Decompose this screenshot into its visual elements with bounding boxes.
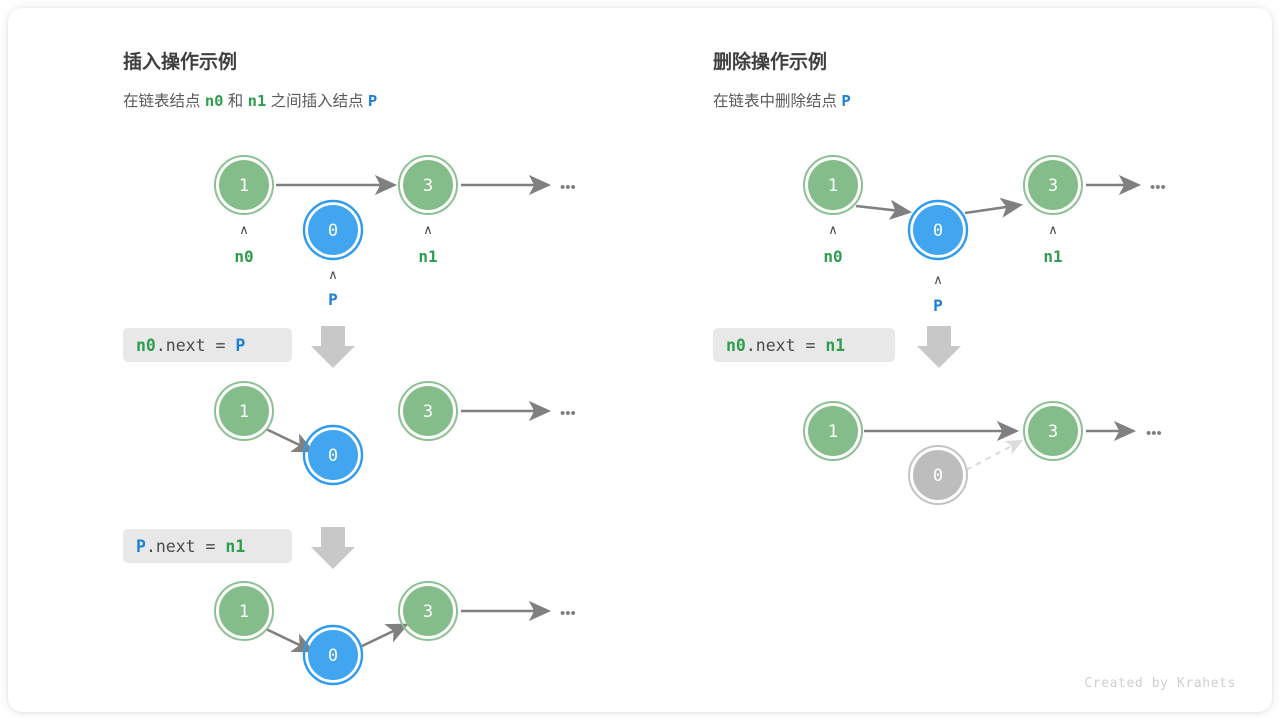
sub-text-0: 在链表中删除结点 [713, 92, 841, 110]
node-p: 0 [302, 199, 364, 261]
node-n0: 1 [803, 155, 863, 215]
node-n1-label: n1 [418, 247, 437, 266]
code-token-value: n1 [825, 336, 845, 355]
node-n1: 3 [398, 155, 458, 215]
insert-row-initial: ••• 1 ∧ n0 0 ∧ P 3 ∧ [214, 155, 576, 309]
node-value: 1 [239, 402, 249, 422]
delete-row-initial: ••• 1 ∧ n0 0 ∧ P 3 ∧ n1 [803, 155, 1166, 315]
code-token-op: .next = [156, 336, 235, 355]
delete-step-1-codebox: n0.next = n1 [713, 328, 895, 362]
node-value: 0 [328, 446, 338, 466]
sub-text-2: 之间插入结点 [266, 92, 368, 110]
arrow-removed-to-n1-dashed [965, 439, 1024, 471]
node-n0-label: n0 [823, 247, 842, 266]
svg-text:在链表中删除结点 P: 在链表中删除结点 P [713, 92, 851, 110]
down-arrow-icon [917, 326, 961, 368]
panel-insert-title: 插入操作示例 [123, 50, 237, 73]
sub-text-0: 在链表结点 [123, 92, 205, 110]
credit-text: Created by Krahets [1084, 676, 1236, 691]
node-value: 3 [423, 402, 433, 422]
code-token-op: .next = [746, 336, 825, 355]
node-value: 3 [1048, 176, 1058, 196]
panel-insert-subtitle: 在链表结点 n0 和 n1 之间插入结点 P [123, 92, 377, 110]
node-p: 0 [302, 624, 364, 686]
panel-delete-title: 删除操作示例 [713, 50, 827, 73]
node-value: 1 [828, 422, 838, 442]
insert-row-after-step1: ••• 1 0 3 [214, 381, 576, 486]
node-p-label: P [933, 296, 943, 315]
down-arrow-icon [311, 527, 355, 569]
linked-list-diagram: 插入操作示例 在链表结点 n0 和 n1 之间插入结点 P ••• 1 ∧ n0 [123, 50, 1236, 691]
arrow-p-to-n1 [359, 623, 409, 649]
node-value: 3 [1048, 422, 1058, 442]
delete-row-result: ••• 1 0 3 [803, 401, 1162, 505]
node-value: 1 [239, 176, 249, 196]
node-value: 1 [828, 176, 838, 196]
node-n1: 3 [398, 581, 458, 641]
code-token-target: P [136, 537, 146, 556]
caret-icon: ∧ [328, 268, 338, 283]
node-value: 0 [933, 466, 943, 486]
svg-text:n0.next = n1: n0.next = n1 [726, 336, 845, 355]
node-n0: 1 [803, 401, 863, 461]
sub-text-1: 和 [223, 92, 247, 110]
node-p: 0 [302, 424, 364, 486]
node-n1: 3 [398, 381, 458, 441]
caret-icon: ∧ [1048, 223, 1058, 238]
node-value: 0 [328, 646, 338, 666]
ellipsis: ••• [560, 605, 576, 622]
caret-icon: ∧ [828, 223, 838, 238]
node-p-removed: 0 [908, 445, 968, 505]
caret-icon: ∧ [933, 273, 943, 288]
node-n1: 3 [1023, 155, 1083, 215]
arrow-n0-to-p [855, 199, 913, 220]
panel-insert: 插入操作示例 在链表结点 n0 和 n1 之间插入结点 P ••• 1 ∧ n0 [123, 50, 576, 686]
node-n0: 1 [214, 381, 274, 441]
ellipsis: ••• [560, 179, 576, 196]
sub-token-p: P [841, 92, 850, 110]
ellipsis: ••• [560, 405, 576, 422]
code-token-value: n1 [225, 537, 245, 556]
svg-text:在链表结点 n0 和 n1 之间插入结点 P: 在链表结点 n0 和 n1 之间插入结点 P [123, 92, 377, 110]
ellipsis: ••• [1150, 179, 1166, 196]
diagram-card: 插入操作示例 在链表结点 n0 和 n1 之间插入结点 P ••• 1 ∧ n0 [8, 8, 1272, 712]
node-n0: 1 [214, 581, 274, 641]
node-n0-label: n0 [234, 247, 253, 266]
node-value: 0 [933, 221, 943, 241]
node-p-label: P [328, 290, 338, 309]
node-n0: 1 [214, 155, 274, 215]
insert-step-2-codebox: P.next = n1 [123, 529, 292, 563]
caret-icon: ∧ [239, 223, 249, 238]
code-token-value: P [235, 336, 245, 355]
sub-token-p: P [368, 92, 377, 110]
node-n1-label: n1 [1043, 247, 1062, 266]
code-token-op: .next = [146, 537, 225, 556]
node-value: 0 [328, 221, 338, 241]
caret-icon: ∧ [423, 223, 433, 238]
arrow-p-to-n1 [964, 197, 1024, 218]
node-value: 3 [423, 176, 433, 196]
insert-row-final: ••• 1 0 3 [214, 581, 576, 686]
insert-step-1-codebox: n0.next = P [123, 328, 292, 362]
code-token-target: n0 [726, 336, 746, 355]
svg-text:n0.next = P: n0.next = P [136, 336, 245, 355]
code-token-target: n0 [136, 336, 156, 355]
sub-token-n1: n1 [248, 92, 267, 110]
node-value: 3 [423, 602, 433, 622]
svg-text:P.next = n1: P.next = n1 [136, 537, 245, 556]
node-value: 1 [239, 602, 249, 622]
panel-delete: 删除操作示例 在链表中删除结点 P ••• 1 ∧ n0 0 [713, 50, 1166, 505]
down-arrow-icon [311, 326, 355, 368]
node-n1: 3 [1023, 401, 1083, 461]
ellipsis: ••• [1146, 425, 1162, 442]
node-p: 0 [907, 199, 969, 261]
panel-delete-subtitle: 在链表中删除结点 P [713, 92, 851, 110]
sub-token-n0: n0 [205, 92, 224, 110]
